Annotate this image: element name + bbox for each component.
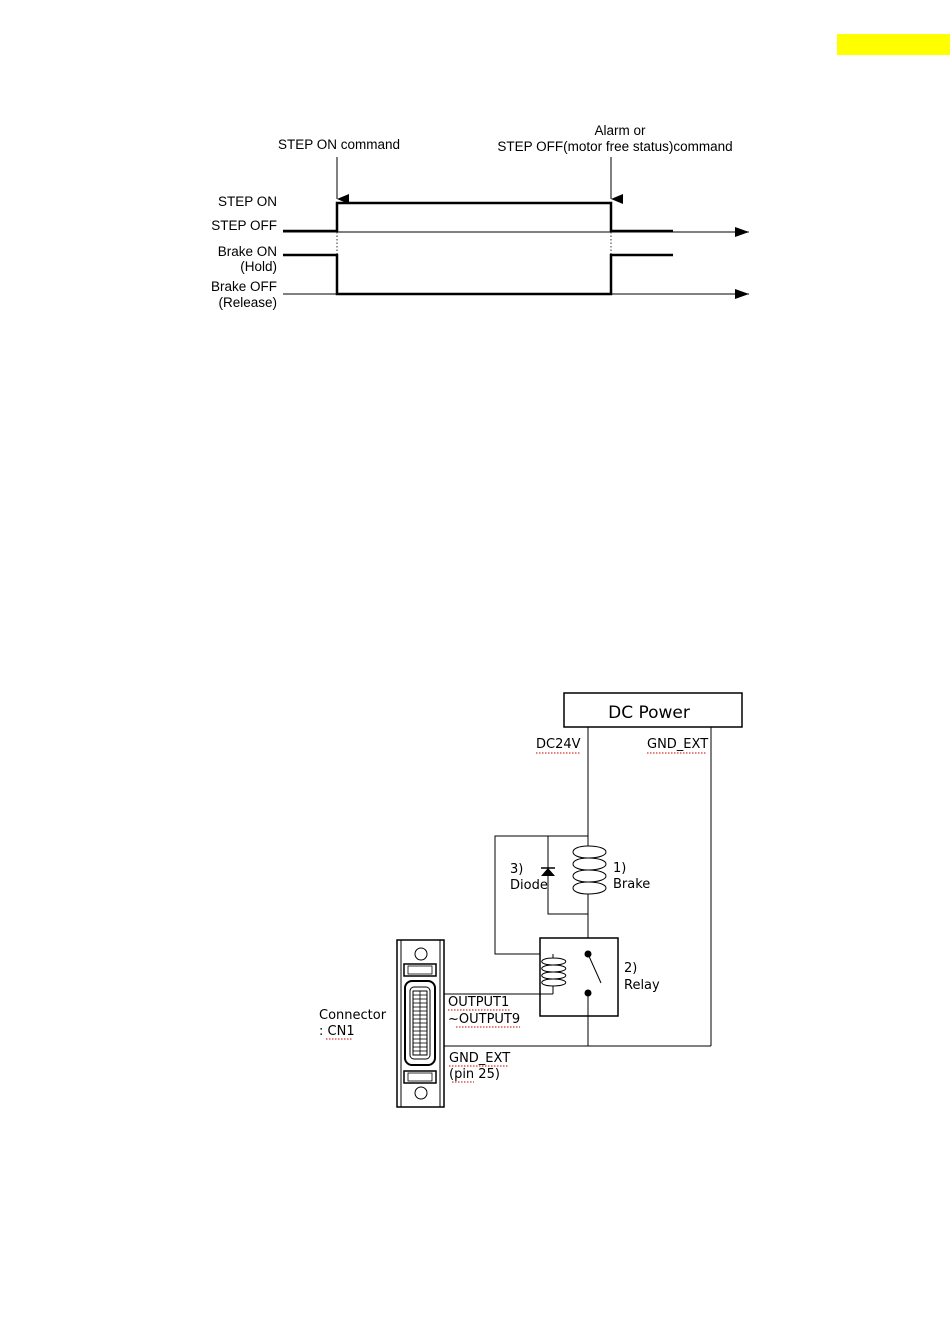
pin25-label: (pin 25) [449, 1067, 500, 1082]
connector-cn1 [397, 940, 444, 1107]
step-on-label: STEP ON [218, 194, 277, 209]
cn1-label: : CN1 [319, 1024, 355, 1039]
step-on-command-label: STEP ON command [278, 137, 400, 152]
output-label-line1: OUTPUT1 [448, 995, 509, 1010]
relay-num: 2) [624, 961, 637, 976]
timing-diagram: STEP ON command Alarm or STEP OFF(motor … [211, 123, 749, 310]
dc24v-label: DC24V [536, 737, 581, 752]
brake-label: Brake [613, 877, 650, 892]
brake-off-label: Brake OFF [211, 279, 277, 294]
brake-coil [573, 836, 606, 938]
dc-power-label: DC Power [608, 703, 690, 723]
brake-on-label: Brake ON [218, 244, 277, 259]
relay-box [540, 938, 618, 1016]
diode-num: 3) [510, 862, 523, 877]
output-label-line2: ~OUTPUT9 [448, 1012, 520, 1027]
gnd-ext-pin-label: GND_EXT [449, 1051, 510, 1066]
step-off-label: STEP OFF [211, 218, 277, 233]
step-off-command-label: STEP OFF(motor free status)command [497, 139, 732, 154]
hold-label: (Hold) [240, 259, 277, 274]
connector-label: Connector [319, 1008, 387, 1023]
release-label: (Release) [218, 295, 277, 310]
step-waveform [283, 203, 673, 231]
relay-label: Relay [624, 978, 660, 993]
brake-num: 1) [613, 861, 626, 876]
diode-symbol [541, 868, 555, 876]
alarm-label: Alarm or [594, 123, 646, 138]
brake-waveform [283, 255, 673, 294]
gnd-ext-top-label: GND_EXT [647, 737, 708, 752]
highlight-mark [837, 34, 950, 55]
diode-label: Diode [510, 878, 548, 893]
relay-feed-wire [495, 836, 553, 954]
wiring-diagram: DC Power DC24V GND_EXT 3) Diode 1) Brake [319, 693, 742, 1107]
